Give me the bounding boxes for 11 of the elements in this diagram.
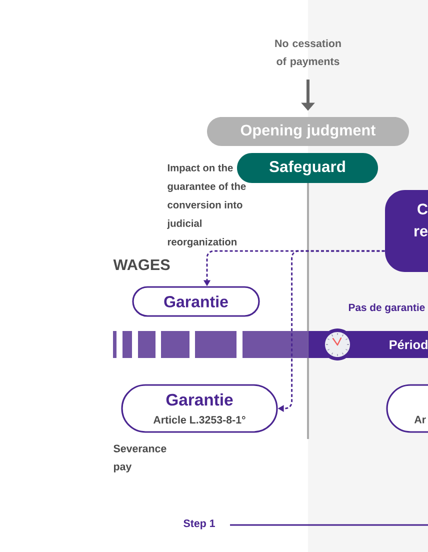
section-heading: WAGES [113, 259, 170, 270]
guarantee-pill: Ar [386, 384, 428, 433]
step-label: Step 1 [184, 520, 215, 530]
guarantee-pill: Garantie Article L.3253-8-1° [121, 384, 278, 433]
stage-pill: Opening judgment [207, 117, 409, 146]
guarantee-pill: Garantie [132, 286, 260, 317]
note-text: No cessation of payments [275, 39, 341, 68]
status-text: Pas de garantie [348, 303, 425, 314]
row-label: Severance pay [114, 444, 166, 472]
process-box: C re [385, 190, 428, 272]
procedure-pill: Safeguard [237, 153, 378, 183]
